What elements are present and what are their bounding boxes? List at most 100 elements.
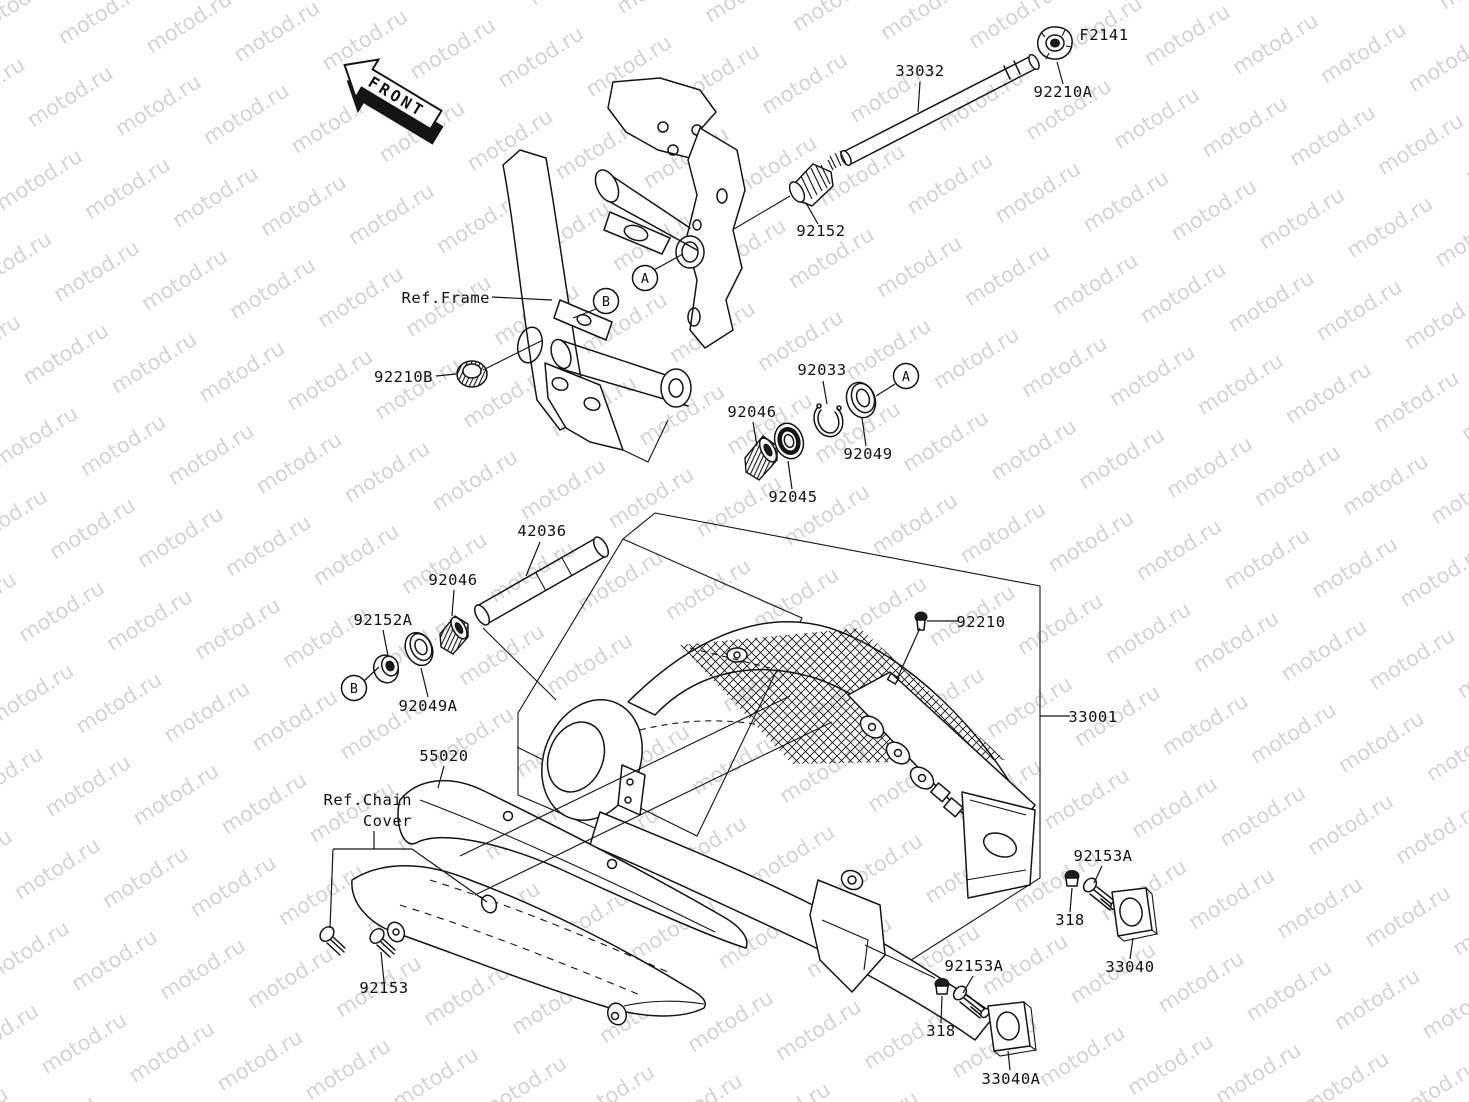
watermark-text: motod.ru xyxy=(524,0,618,10)
watermark-text: motod.ru xyxy=(1219,523,1313,594)
watermark-text: motod.ru xyxy=(428,445,522,516)
watermark-text: motod.ru xyxy=(23,61,117,132)
chain-cover-55020-drawing xyxy=(397,779,748,949)
assembly-lines-chain-cover xyxy=(459,695,833,896)
watermark-text: motod.ru xyxy=(982,671,1076,742)
watermark-text: motod.ru xyxy=(0,1082,12,1102)
label-part-92210b: 92210B xyxy=(374,368,433,386)
watermark-text: motod.ru xyxy=(1299,1046,1393,1102)
axle-axis-line xyxy=(733,195,791,230)
watermark-text: motod.ru xyxy=(1197,91,1291,162)
collar-92152-drawing xyxy=(788,163,834,207)
watermark-text: motod.ru xyxy=(1131,514,1225,585)
screw-92153-drawings xyxy=(319,926,396,958)
watermark-text: motod.ru xyxy=(929,322,1023,393)
watermark-text: motod.ru xyxy=(516,453,610,524)
watermark-text: motod.ru xyxy=(67,925,161,996)
watermark-text: motod.ru xyxy=(1101,597,1195,668)
circlip-92033-drawing xyxy=(813,403,844,438)
watermark-text: motod.ru xyxy=(692,471,786,542)
watermark-text: motod.ru xyxy=(612,0,706,19)
watermark-text: motod.ru xyxy=(217,767,311,838)
axle-33032-drawing xyxy=(827,53,1040,171)
watermark-text: motod.ru xyxy=(76,410,170,481)
watermark-text: motod.ru xyxy=(1334,706,1428,777)
watermark-text: motod.ru xyxy=(1162,431,1256,502)
watermark-text: motod.ru xyxy=(1435,0,1469,14)
seal-92049a-drawing xyxy=(404,631,434,667)
watermark-text: motod.ru xyxy=(282,344,376,415)
frame-illustration xyxy=(482,77,746,463)
callout-a-bearing: A xyxy=(892,362,920,390)
watermark-text: motod.ru xyxy=(388,1042,482,1102)
watermark-text: motod.ru xyxy=(256,170,350,241)
watermark-text: motod.ru xyxy=(841,314,935,385)
watermark-text: motod.ru xyxy=(661,554,755,625)
label-part-55020: 55020 xyxy=(419,747,468,765)
nut-92210a-drawing xyxy=(1036,26,1073,60)
watermark-text: motod.ru xyxy=(1013,588,1107,659)
collar-92152a-drawing xyxy=(372,654,400,684)
watermark-text: motod.ru xyxy=(0,916,74,987)
watermark-text: motod.ru xyxy=(102,584,196,655)
watermark-text: motod.ru xyxy=(1189,606,1283,677)
label-part-33040: 33040 xyxy=(1105,958,1154,976)
callout-a-bearing-letter: A xyxy=(902,369,910,385)
watermark-text: motod.ru xyxy=(757,48,851,119)
watermark-text: motod.ru xyxy=(340,436,434,507)
label-part-33032: 33032 xyxy=(895,62,944,80)
swingarm-33001-illustration xyxy=(541,621,1036,1041)
label-part-318-low: 318 xyxy=(926,1022,956,1040)
adjuster-upper-cluster xyxy=(1064,870,1158,942)
callout-a-frame: A xyxy=(631,264,659,292)
label-ref-cover: Cover xyxy=(363,812,412,830)
watermark-text: motod.ru xyxy=(142,0,236,58)
watermark-text: motod.ru xyxy=(788,0,882,36)
watermark-text: motod.ru xyxy=(186,850,280,921)
watermark-text: motod.ru xyxy=(0,659,78,730)
watermark-text: motod.ru xyxy=(1154,946,1248,1017)
watermark-text: motod.ru xyxy=(1167,174,1261,245)
watermark-text: motod.ru xyxy=(0,227,56,298)
watermark-text: motod.ru xyxy=(1039,763,1133,834)
watermark-text: motod.ru xyxy=(1250,440,1344,511)
watermark-text: motod.ru xyxy=(828,1086,922,1102)
watermark-text: motod.ru xyxy=(1347,0,1441,5)
callout-b-frame-letter: B xyxy=(602,294,610,310)
watermark-text: motod.ru xyxy=(1109,82,1203,153)
watermark-text: motod.ru xyxy=(991,157,1085,228)
watermark-text: motod.ru xyxy=(0,741,47,812)
label-part-92049a: 92049A xyxy=(399,697,458,715)
callout-b-frame: B xyxy=(592,287,620,315)
callout-a-frame-letter: A xyxy=(641,271,649,287)
watermark-text: motod.ru xyxy=(45,493,139,564)
watermark-text: motod.ru xyxy=(137,244,231,315)
watermark-text: motod.ru xyxy=(1272,872,1366,943)
label-part-92152a: 92152A xyxy=(354,611,413,629)
watermark-text: motod.ru xyxy=(212,1025,306,1096)
watermark-text: motod.ru xyxy=(1342,191,1436,262)
watermark-text: motod.ru xyxy=(1079,165,1173,236)
watermark-text: motod.ru xyxy=(1123,1029,1217,1100)
watermark-text: motod.ru xyxy=(542,628,636,699)
watermark-text: motod.ru xyxy=(1281,357,1375,428)
callout-b-sleeve-circle xyxy=(340,674,368,702)
label-part-92152: 92152 xyxy=(796,222,845,240)
watermark-text: motod.ru xyxy=(1285,100,1379,171)
label-ref-frame: Ref.Frame xyxy=(402,289,491,307)
watermark-text: motod.ru xyxy=(229,0,323,67)
watermark-text: motod.ru xyxy=(106,327,200,398)
watermark-text: motod.ru xyxy=(243,942,337,1013)
watermark-text: motod.ru xyxy=(868,488,962,559)
watermark-text: motod.ru xyxy=(872,231,966,302)
watermark-text: motod.ru xyxy=(1215,780,1309,851)
label-part-42036: 42036 xyxy=(517,522,566,540)
leader-lines xyxy=(329,61,1134,1071)
callout-a-frame-circle xyxy=(631,264,659,292)
watermark-text: motod.ru xyxy=(129,759,223,830)
nut-92210b-drawing xyxy=(456,360,488,388)
label-part-92153a-low: 92153A xyxy=(945,957,1004,975)
watermark-text: motod.ru xyxy=(124,1016,218,1087)
